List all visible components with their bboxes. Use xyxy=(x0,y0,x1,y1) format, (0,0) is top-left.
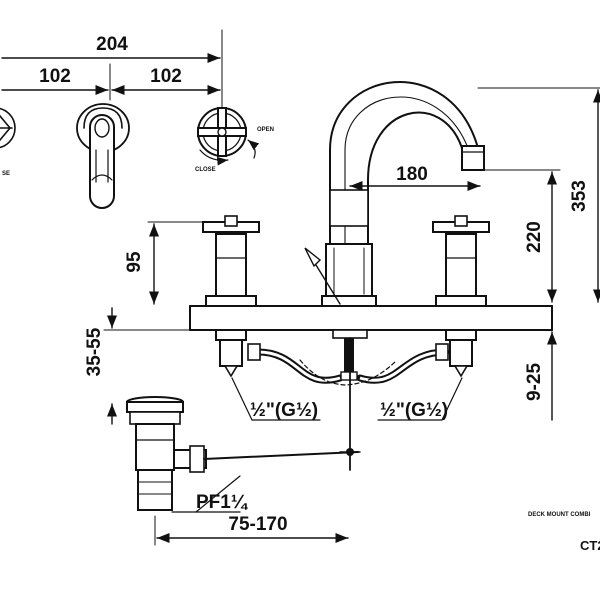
spout xyxy=(304,81,485,307)
lever-top-icon xyxy=(76,103,130,209)
pipe-labels: ½"(G½) ½"(G½) xyxy=(231,377,463,421)
dim-overall-width: 204 xyxy=(96,34,128,55)
dim-spout-reach: 180 xyxy=(396,164,428,185)
left-handle-top-icon: SE xyxy=(0,107,16,177)
footer-title: DECK MOUNT COMBI xyxy=(528,512,591,518)
close-label-left: SE xyxy=(2,171,10,177)
right-valve xyxy=(432,215,490,378)
dim-overall-height: 353 xyxy=(569,180,590,212)
title-block: DECK MOUNT COMBI CT2 xyxy=(528,512,600,553)
model-number: CT2 xyxy=(580,538,600,553)
flex-hoses xyxy=(247,338,450,386)
right-dimensions: 353 220 180 9-25 xyxy=(349,87,600,421)
cross-handle-top-icon: OPEN CLOSE xyxy=(195,107,274,173)
pipe-thread-right: ½"(G½) xyxy=(380,400,448,421)
top-dimensions: 204 102 102 xyxy=(1,29,223,111)
drain-assembly xyxy=(126,337,361,511)
bottom-dimensions: PF1¼ 75-170 xyxy=(154,475,349,546)
dim-half-right: 102 xyxy=(150,66,182,87)
dim-deck-range: 9-25 xyxy=(524,363,545,401)
left-dimensions: 95 35-55 xyxy=(84,221,206,425)
dim-handle-height: 95 xyxy=(124,251,145,273)
dim-tail-length: 35-55 xyxy=(84,327,105,376)
dim-half-left: 102 xyxy=(39,66,71,87)
open-label: OPEN xyxy=(257,127,274,133)
dim-drain-offset: 75-170 xyxy=(228,514,287,535)
dim-drain-thread: PF1¼ xyxy=(196,492,249,513)
dim-spout-height: 220 xyxy=(524,221,545,253)
top-view: SE OPEN CLOSE xyxy=(0,103,274,209)
pipe-thread-left: ½"(G½) xyxy=(250,400,318,421)
close-label: CLOSE xyxy=(195,167,216,173)
